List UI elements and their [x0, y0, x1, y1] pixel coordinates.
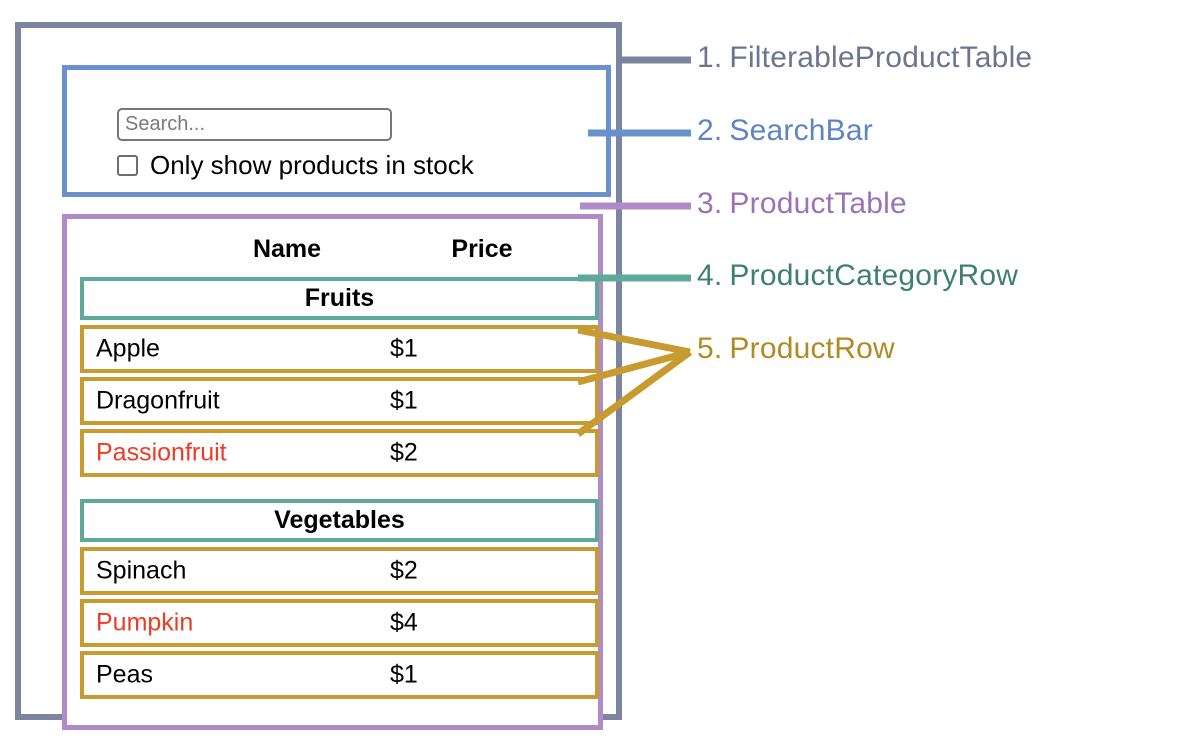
- product-table-header-row: Name Price: [67, 227, 598, 271]
- product-row: Apple $1: [80, 325, 599, 373]
- stock-filter-row[interactable]: Only show products in stock: [117, 150, 474, 181]
- product-row: Pumpkin $4: [80, 599, 599, 647]
- legend-number: 2.: [697, 114, 723, 147]
- legend-number: 5.: [697, 332, 723, 365]
- product-price: $2: [390, 438, 418, 467]
- legend-label: SearchBar: [729, 114, 873, 147]
- product-price: $1: [390, 334, 418, 363]
- search-input[interactable]: [117, 108, 392, 141]
- filterable-product-table-container: Only show products in stock Name Price F…: [15, 22, 622, 730]
- product-name: Pumpkin: [96, 608, 194, 637]
- product-price: $4: [390, 608, 418, 637]
- product-price: $1: [390, 660, 418, 689]
- category-label: Vegetables: [274, 506, 405, 534]
- legend-label: FilterableProductTable: [729, 41, 1033, 74]
- legend-item-product-category-row: 4.ProductCategoryRow: [697, 259, 1018, 293]
- product-name: Peas: [96, 660, 153, 689]
- product-price: $1: [390, 386, 418, 415]
- legend-number: 4.: [697, 259, 723, 292]
- product-row: Passionfruit $2: [80, 429, 599, 477]
- product-table-container: Name Price Fruits Apple $1 Dragonfruit $…: [62, 214, 603, 730]
- legend-label: ProductTable: [729, 187, 907, 220]
- legend-item-product-table: 3.ProductTable: [697, 187, 907, 221]
- legend-item-product-row: 5.ProductRow: [697, 332, 895, 366]
- legend-number: 3.: [697, 187, 723, 220]
- legend-item-search-bar: 2.SearchBar: [697, 114, 873, 148]
- legend-label: ProductRow: [729, 332, 895, 365]
- product-price: $2: [390, 556, 418, 585]
- stock-filter-label: Only show products in stock: [150, 150, 474, 180]
- column-header-name: Name: [252, 234, 322, 263]
- product-row: Peas $1: [80, 651, 599, 699]
- group-spacer: [80, 481, 599, 499]
- product-name: Spinach: [96, 556, 187, 585]
- search-bar-container: Only show products in stock: [62, 65, 611, 197]
- stock-filter-checkbox[interactable]: [117, 155, 138, 176]
- product-name: Apple: [96, 334, 160, 363]
- category-label: Fruits: [304, 284, 375, 312]
- product-category-row: Vegetables: [80, 499, 599, 542]
- legend: 1.FilterableProductTable 2.SearchBar 3.P…: [697, 0, 1200, 744]
- column-header-price: Price: [451, 234, 513, 263]
- product-table-body: Fruits Apple $1 Dragonfruit $1 Passionfr…: [80, 277, 599, 703]
- legend-item-filterable-product-table: 1.FilterableProductTable: [697, 41, 1032, 75]
- legend-number: 1.: [697, 41, 723, 74]
- legend-label: ProductCategoryRow: [729, 259, 1019, 292]
- product-name: Dragonfruit: [96, 386, 220, 415]
- product-name: Passionfruit: [96, 438, 227, 467]
- product-row: Dragonfruit $1: [80, 377, 599, 425]
- product-row: Spinach $2: [80, 547, 599, 595]
- product-category-row: Fruits: [80, 277, 599, 320]
